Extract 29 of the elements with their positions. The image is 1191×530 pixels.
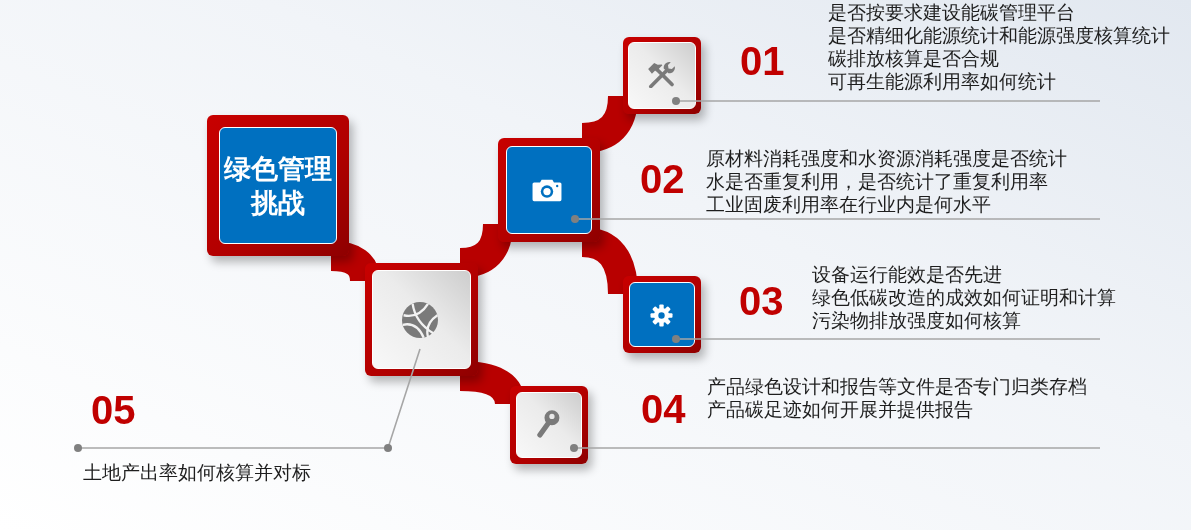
leader-line [672,335,1101,343]
icon-box [623,37,701,114]
text-line: 碳排放核算是否合规 [828,47,999,70]
text-line: 工业固废利用率在行业内是何水平 [706,193,991,216]
step-number: 05 [91,390,136,430]
step-number: 01 [740,41,785,81]
step-number: 02 [640,159,685,199]
leader-line [571,215,1101,223]
text-line: 绿色低碳改造的成效如何证明和计算 [812,286,1116,309]
text-line: 可再生能源利用率如何统计 [828,70,1056,93]
icon-box [623,276,701,353]
text-line: 原材料消耗强度和水资源消耗强度是否统计 [706,147,1067,170]
icon-box [498,138,600,242]
title-box: 绿色管理挑战 [207,115,349,256]
text-line: 产品碳足迹如何开展并提供报告 [707,398,973,421]
icon-box [365,263,478,376]
step-number: 03 [739,281,784,321]
text-line: 土地产出率如何核算并对标 [83,461,311,484]
step-number: 04 [641,389,686,429]
text-line: 水是否重复利用，是否统计了重复利用率 [706,170,1048,193]
text-line: 是否按要求建设能碳管理平台 [828,1,1075,24]
icon-box [510,386,588,464]
text-line: 设备运行能效是否先进 [812,263,1002,286]
leader-line [570,444,1101,452]
text-line: 污染物排放强度如何核算 [812,309,1021,332]
leader-line [672,97,1101,105]
text-line: 是否精细化能源统计和能源强度核算统计 [828,24,1170,47]
text-line: 产品绿色设计和报告等文件是否专门归类存档 [707,375,1087,398]
leader-line [74,348,421,452]
